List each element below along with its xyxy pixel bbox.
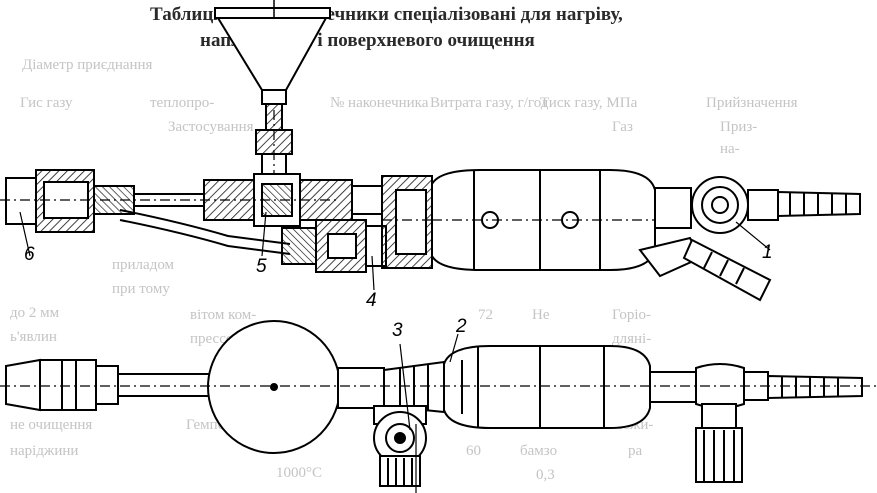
ghost-header-note: Діаметр приєднання <box>22 57 153 73</box>
ghost-fragment: Гис газу <box>20 95 73 111</box>
callout-label: 2 <box>456 316 467 337</box>
left-nozzle <box>0 169 340 233</box>
ghost-fragment: 1000°С <box>276 465 323 481</box>
ghost-fragment: 72 <box>478 307 493 323</box>
section-view <box>0 0 861 302</box>
callout-label: 5 <box>256 256 267 277</box>
hopper-plan <box>207 320 341 454</box>
ghost-fragment: ь'явлин <box>10 329 57 345</box>
right-exterior-fittings <box>649 363 863 483</box>
ghost-col-header: Застосування <box>168 119 254 135</box>
powder-hopper <box>214 0 331 225</box>
callout-label: 1 <box>762 242 773 263</box>
ghost-col-header: № наконечника <box>330 95 429 111</box>
ghost-fragment: 60 <box>466 443 481 459</box>
ghost-fragment: Горіо- <box>612 307 652 323</box>
bottom-valve-knob <box>373 405 427 493</box>
ghost-fragment: при тому <box>112 281 170 297</box>
ghost-fragment: наріджини <box>10 443 79 459</box>
ghost-col-header: Прийзначення <box>706 95 798 111</box>
ghost-fragment: до 2 мм <box>10 305 60 321</box>
callout-label: 3 <box>392 320 403 341</box>
callout-label: 6 <box>24 244 35 265</box>
injector-assembly <box>281 219 387 273</box>
connector-tubes <box>119 179 383 255</box>
ghost-fragment: не очищення <box>10 417 93 433</box>
right-valve-assembly <box>638 176 861 302</box>
ghost-col-header: Газ <box>612 119 633 135</box>
exterior-view <box>0 320 877 493</box>
ghost-fragment: теплопро- <box>150 95 215 111</box>
body-exterior <box>337 345 651 429</box>
ghost-fragment: вітом ком- <box>190 307 257 323</box>
ghost-fragment: дляні- <box>612 331 652 347</box>
ghost-fragment: ра <box>628 443 643 459</box>
callout-label: 4 <box>366 290 377 311</box>
ghost-fragment: на- <box>720 141 740 157</box>
ghost-fragment: 0,3 <box>536 467 555 483</box>
ghost-col-header: Витрата газу, г/год <box>430 95 549 111</box>
ghost-fragment: Не <box>532 307 550 323</box>
handle <box>431 169 660 271</box>
ghost-fragment: приладом <box>112 257 175 273</box>
barrel-section <box>381 175 440 269</box>
ghost-col-header: Тиск газу, МПа <box>540 95 638 111</box>
ghost-fragment: Приз- <box>720 119 758 135</box>
ghost-fragment: бамзо <box>520 443 558 459</box>
